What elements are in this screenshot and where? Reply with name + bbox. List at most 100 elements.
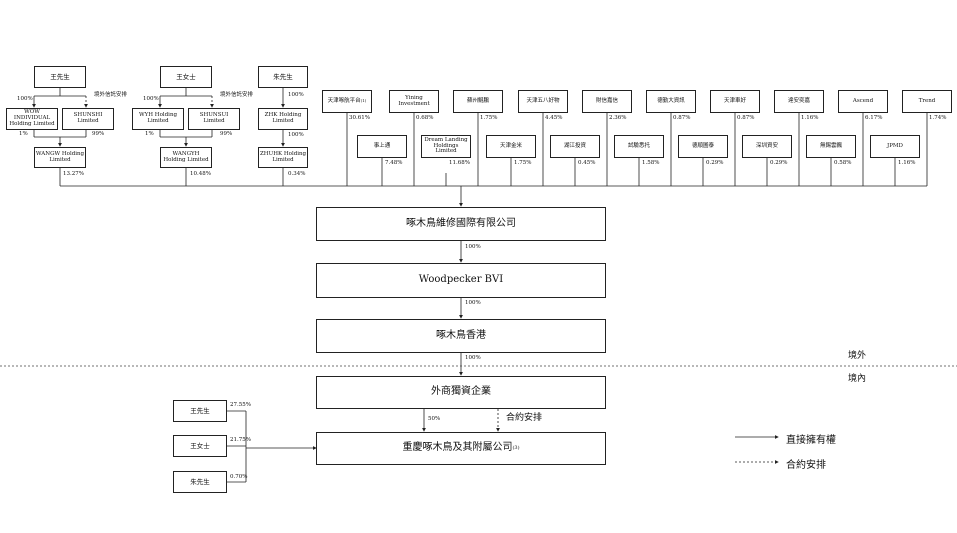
pct-label: 100% xyxy=(465,355,481,361)
trust-label: 境外信託安排 xyxy=(220,92,254,98)
owner-name: 王女士 xyxy=(176,72,196,81)
box-label: 德順圖泰 xyxy=(691,142,714,149)
shareholder-box: 試驗悉托 xyxy=(614,135,664,158)
owner-name: 朱先生 xyxy=(190,477,210,486)
shareholder-box: JPMD xyxy=(870,135,920,158)
box-label: 天津金米 xyxy=(499,142,522,149)
pct-label: 1.16% xyxy=(801,115,819,121)
owner-box-mr-zhu-onshore: 朱先生 xyxy=(173,471,227,493)
shareholder-box: Trend xyxy=(902,90,952,113)
pct-label: 99% xyxy=(92,131,105,137)
bvi-box: Woodpecker BVI xyxy=(316,263,606,298)
shareholder-box: 蘇州鯤鵬 xyxy=(453,90,503,113)
pct-label: 0.34% xyxy=(288,171,306,177)
pct-label: 100% xyxy=(465,244,481,250)
shareholder-box: 達安奕嘉 xyxy=(774,90,824,113)
box-label: WANGYH Holding Limited xyxy=(163,150,209,163)
box-label: ZHUHK Holding Limited xyxy=(259,150,307,163)
pct-label: 1% xyxy=(145,131,154,137)
owner-box-mr-wang: 王先生 xyxy=(34,66,86,88)
trust-label: 境外信託安排 xyxy=(94,92,128,98)
box-label: 試驗悉托 xyxy=(627,142,650,149)
shareholder-box: 天津啄航平台(1) xyxy=(322,90,372,113)
box-label: 天津五八好物 xyxy=(526,97,560,104)
pct-label: 1.74% xyxy=(929,115,947,121)
pct-label: 1.16% xyxy=(898,160,916,166)
pct-label: 10.48% xyxy=(190,171,211,177)
box-label: 事上通 xyxy=(373,142,391,149)
pct-label: 100% xyxy=(17,96,33,102)
shareholder-box: 財信嘉信 xyxy=(582,90,632,113)
owner-name: 王先生 xyxy=(50,72,70,81)
pct-label: 99% xyxy=(220,131,233,137)
box-label: 天津車好 xyxy=(723,97,746,104)
box-label: 財信嘉信 xyxy=(595,97,618,104)
pct-label: 0.87% xyxy=(673,115,691,121)
pct-label: 1.58% xyxy=(642,160,660,166)
pct-label: 0.29% xyxy=(770,160,788,166)
box-label: 啄木鳥香港 xyxy=(436,329,486,341)
box-label: 天津啄航平台 xyxy=(327,97,361,104)
owner-box-mr-wang-onshore: 王先生 xyxy=(173,400,227,422)
owner-name: 王先生 xyxy=(190,406,210,415)
owner-box-mr-zhu: 朱先生 xyxy=(258,66,308,88)
pct-label: 100% xyxy=(288,92,304,98)
pct-label: 100% xyxy=(288,132,304,138)
pct-label: 1.75% xyxy=(514,160,532,166)
pct-label: 1% xyxy=(19,131,28,137)
shareholder-box: Ascend xyxy=(838,90,888,113)
box-label: WOW INDIVIDUAL Holding Limited xyxy=(9,109,55,127)
box-label: WANGW Holding Limited xyxy=(35,150,85,163)
zhk-holding-box: ZHK Holding Limited xyxy=(258,108,308,130)
pct-label: 30.61% xyxy=(349,115,370,121)
shunshi-box: SHUNSHI Limited xyxy=(62,108,114,130)
wangw-holding-box: WANGW Holding Limited xyxy=(34,147,86,168)
box-label: JPMD xyxy=(887,142,903,149)
box-label: 重慶啄木鳥及其附屬公司 xyxy=(402,442,513,454)
box-label: Dream Landing Holdings Limited xyxy=(424,136,468,155)
pct-label: 0.29% xyxy=(706,160,724,166)
pct-label: 21.75% xyxy=(230,437,251,443)
shareholder-box: 德順圖泰 xyxy=(678,135,728,158)
pct-label: 4.45% xyxy=(545,115,563,121)
box-label: SHUNSHI Limited xyxy=(73,112,103,124)
contract-label: 合約安排 xyxy=(506,413,543,423)
shareholder-box: 湖江投資 xyxy=(550,135,600,158)
owner-name: 王女士 xyxy=(190,441,210,450)
owner-box-ms-wang-onshore: 王女士 xyxy=(173,435,227,457)
owner-name: 朱先生 xyxy=(273,72,293,81)
shareholder-box: 天津五八好物 xyxy=(518,90,568,113)
box-label: 啄木鳥維修國際有限公司 xyxy=(406,217,516,229)
box-label: 德勤大資訊 xyxy=(657,97,685,104)
box-label: WYH Holding Limited xyxy=(138,112,178,124)
box-label: SHUNSUI Limited xyxy=(199,112,229,124)
pct-label: 0.70% xyxy=(230,474,248,480)
box-label: 蘇州鯤鵬 xyxy=(466,97,489,104)
pct-label: 50% xyxy=(428,416,441,422)
company-box: 啄木鳥維修國際有限公司 xyxy=(316,207,606,241)
pct-label: 0.45% xyxy=(578,160,596,166)
shunsui-box: SHUNSUI Limited xyxy=(188,108,240,130)
wyh-holding-box: WYH Holding Limited xyxy=(132,108,184,130)
pct-label: 0.58% xyxy=(834,160,852,166)
pct-label: 2.36% xyxy=(609,115,627,121)
legend-contract: 合約安排 xyxy=(786,460,826,471)
zhuhk-holding-box: ZHUHK Holding Limited xyxy=(258,147,308,168)
box-label: Trend xyxy=(918,97,936,104)
chongqing-box: 重慶啄木鳥及其附屬公司(3) xyxy=(316,432,606,465)
pct-label: 100% xyxy=(465,300,481,306)
pct-label: 7.48% xyxy=(385,160,403,166)
footnote-marker: (3) xyxy=(512,444,520,451)
shareholder-box: 無錫雲飄 xyxy=(806,135,856,158)
pct-label: 27.55% xyxy=(230,402,251,408)
pct-label: 0.87% xyxy=(737,115,755,121)
box-label: 達安奕嘉 xyxy=(787,97,810,104)
box-label: Woodpecker BVI xyxy=(418,274,504,286)
shareholder-box: Yining Investment xyxy=(389,90,439,113)
box-label: 外商獨資企業 xyxy=(431,386,491,398)
wow-holding-box: WOW INDIVIDUAL Holding Limited xyxy=(6,108,58,130)
pct-label: 11.68% xyxy=(449,160,470,166)
pct-label: 0.68% xyxy=(416,115,434,121)
pct-label: 100% xyxy=(143,96,159,102)
box-label: Yining Investment xyxy=(398,94,430,107)
